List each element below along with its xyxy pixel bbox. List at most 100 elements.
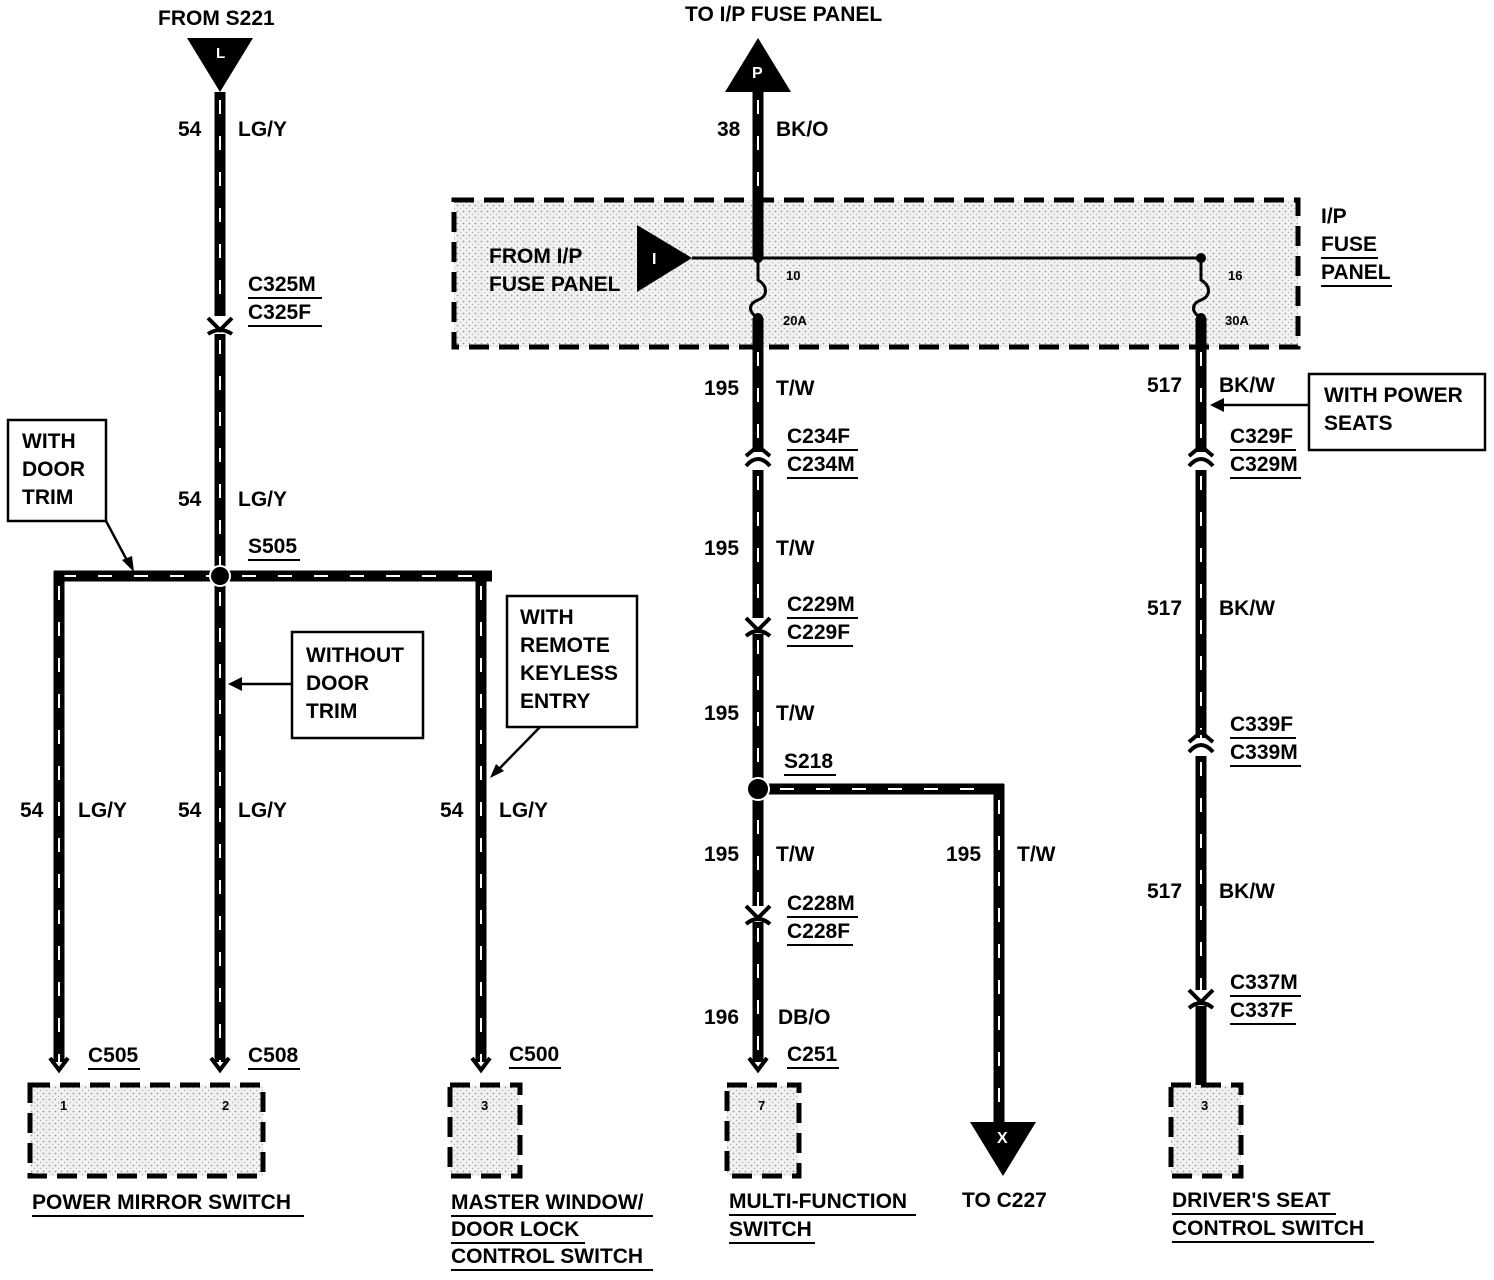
wire-38-color: BK/O xyxy=(776,118,829,141)
master-window-label-l3: CONTROL SWITCH xyxy=(451,1245,643,1268)
connector-X-letter: X xyxy=(997,1130,1008,1147)
power-mirror-switch-label: POWER MIRROR SWITCH xyxy=(32,1191,291,1214)
wire-54-mid-num: 54 xyxy=(178,488,202,511)
svg-text:ENTRY: ENTRY xyxy=(520,690,590,713)
svg-text:TRIM: TRIM xyxy=(22,486,73,509)
c337m-label: C337M xyxy=(1230,971,1298,994)
wire-195-2-num: 195 xyxy=(704,537,739,560)
multi-function-label-l1: MULTI-FUNCTION xyxy=(729,1190,907,1213)
svg-text:3: 3 xyxy=(481,1098,488,1113)
c329m-label: C329M xyxy=(1230,453,1298,476)
master-window-switch-box: 3 xyxy=(447,1082,523,1179)
c329f-label: C329F xyxy=(1230,425,1293,448)
wire-38-num: 38 xyxy=(717,118,741,141)
wire-517-1-num: 517 xyxy=(1147,374,1182,397)
branch3-color: LG/Y xyxy=(499,799,548,822)
c228m-label: C228M xyxy=(787,892,855,915)
c325m-label: C325M xyxy=(248,273,316,296)
svg-text:7: 7 xyxy=(758,1098,765,1113)
note-without-door-trim: WITHOUT DOOR TRIM xyxy=(228,630,425,740)
fuse-panel-title-1: I/P xyxy=(1321,205,1347,228)
wire-54-top-color: LG/Y xyxy=(238,118,287,141)
fuse-panel-title-2: FUSE xyxy=(1321,233,1377,256)
ip-fuse-panel-box xyxy=(451,197,1301,350)
branch-195-num: 195 xyxy=(946,843,981,866)
drivers-seat-switch-box: 3 xyxy=(1168,1082,1244,1179)
svg-text:WITH: WITH xyxy=(520,606,574,629)
c339f-label: C339F xyxy=(1230,713,1293,736)
left-horizontal-branch xyxy=(53,570,492,1062)
note-with-power-seats: WITH POWER SEATS xyxy=(1210,372,1487,452)
note-with-remote-keyless-entry: WITH REMOTE KEYLESS ENTRY xyxy=(490,594,639,778)
drivers-seat-label-l1: DRIVER'S SEAT xyxy=(1172,1189,1331,1212)
s218-splice-dot xyxy=(746,777,770,801)
from-s221-label: FROM S221 xyxy=(158,7,275,30)
s505-splice-dot xyxy=(209,565,231,587)
wire-517-3-color: BK/W xyxy=(1219,880,1275,903)
connector-P-triangle xyxy=(725,38,791,92)
drivers-seat-label-l2: CONTROL SWITCH xyxy=(1172,1217,1364,1240)
c337f-label: C337F xyxy=(1230,999,1293,1022)
master-window-label-l1: MASTER WINDOW/ xyxy=(451,1191,644,1214)
svg-text:DOOR: DOOR xyxy=(306,672,369,695)
svg-text:2: 2 xyxy=(222,1098,229,1113)
branch2-num: 54 xyxy=(178,799,202,822)
c508-label: C508 xyxy=(248,1044,299,1067)
to-c227-label: TO C227 xyxy=(962,1189,1047,1212)
fuse-16-num: 16 xyxy=(1228,268,1242,283)
wire-195-2-color: T/W xyxy=(776,537,815,560)
fuse-16-symbol xyxy=(1192,258,1210,320)
connector-P-letter: P xyxy=(752,65,763,82)
connector-X-triangle xyxy=(970,1122,1036,1176)
fuse-panel-title-3: PANEL xyxy=(1321,261,1391,284)
branch3-num: 54 xyxy=(440,799,464,822)
connector-I-letter: I xyxy=(652,251,656,268)
connector-L-triangle xyxy=(187,38,253,92)
wire-195-3-color: T/W xyxy=(776,702,815,725)
connector-I-triangle xyxy=(637,225,692,292)
s218-label: S218 xyxy=(784,750,833,773)
s505-label: S505 xyxy=(248,535,297,558)
svg-text:1: 1 xyxy=(60,1098,67,1113)
c505-label: C505 xyxy=(88,1044,139,1067)
fuse-16-amp: 30A xyxy=(1225,313,1249,328)
fuse-10-amp: 20A xyxy=(783,313,807,328)
c229f-label: C229F xyxy=(787,621,850,644)
c228f-label: C228F xyxy=(787,920,850,943)
from-ip-fuse-panel-l2: FUSE PANEL xyxy=(489,273,621,296)
branch1-color: LG/Y xyxy=(78,799,127,822)
svg-text:KEYLESS: KEYLESS xyxy=(520,662,618,685)
s218-branch-wire xyxy=(758,783,1005,1122)
c325f-label: C325F xyxy=(248,301,311,324)
svg-text:WITHOUT: WITHOUT xyxy=(306,644,404,667)
branch2-color: LG/Y xyxy=(238,799,287,822)
multi-function-label-l2: SWITCH xyxy=(729,1218,812,1241)
wire-195-4-color: T/W xyxy=(776,843,815,866)
svg-text:3: 3 xyxy=(1201,1098,1208,1113)
wire-54-mid-color: LG/Y xyxy=(238,488,287,511)
c234m-label: C234M xyxy=(787,453,855,476)
multi-function-switch-box: 7 xyxy=(724,1082,802,1179)
svg-text:DOOR: DOOR xyxy=(22,458,85,481)
from-ip-fuse-panel-l1: FROM I/P xyxy=(489,245,582,268)
svg-text:SEATS: SEATS xyxy=(1324,412,1392,435)
fuse-10-symbol xyxy=(749,258,767,320)
c234f-label: C234F xyxy=(787,425,850,448)
branch1-num: 54 xyxy=(20,799,44,822)
wire-195-1-color: T/W xyxy=(776,377,815,400)
to-ip-fuse-panel-label: TO I/P FUSE PANEL xyxy=(685,3,882,26)
wire-196-num: 196 xyxy=(704,1006,739,1029)
c251-label: C251 xyxy=(787,1043,838,1066)
c500-label: C500 xyxy=(509,1043,559,1066)
wire-517-3-num: 517 xyxy=(1147,880,1182,903)
connector-L-letter: L xyxy=(216,45,225,62)
fuse-10-num: 10 xyxy=(786,268,800,283)
c339m-label: C339M xyxy=(1230,741,1298,764)
wire-517-2-color: BK/W xyxy=(1219,597,1275,620)
power-mirror-switch-box: 1 2 xyxy=(27,1082,266,1179)
branch-195-color: T/W xyxy=(1017,843,1056,866)
wire-517-2-num: 517 xyxy=(1147,597,1182,620)
svg-text:WITH POWER: WITH POWER xyxy=(1324,384,1463,407)
master-window-label-l2: DOOR LOCK xyxy=(451,1218,579,1241)
